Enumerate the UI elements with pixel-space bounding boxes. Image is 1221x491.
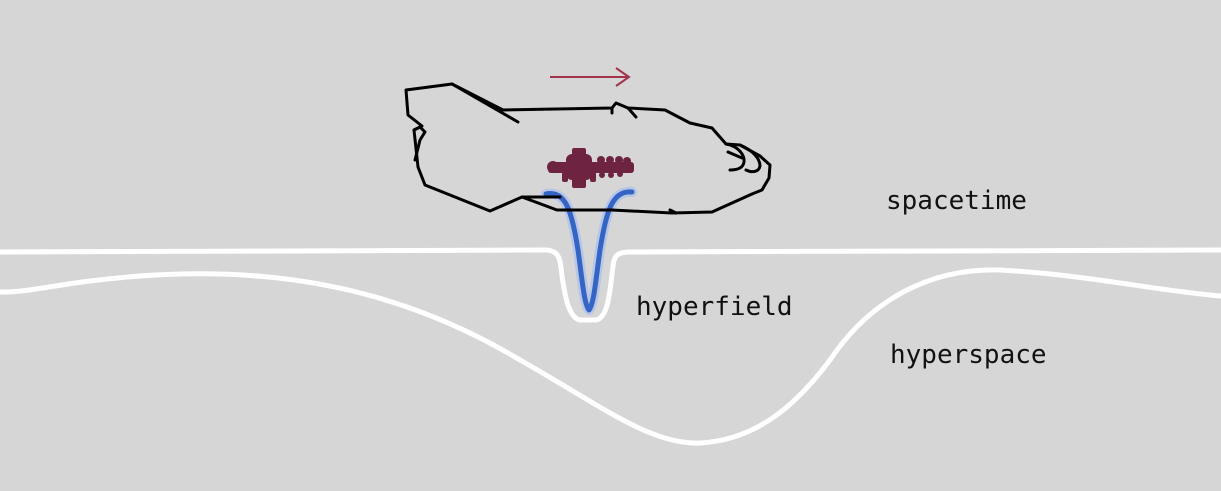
hyperfield-label: hyperfield [636,292,793,322]
spacetime-boundary [0,247,1221,323]
hyperdrive-core-icon [547,148,634,188]
hyperspace-boundary [0,267,1221,446]
motion-arrow-icon [550,67,631,87]
hyperfield [543,189,635,313]
hyperspace-label: hyperspace [890,340,1047,370]
starship-outline-icon [404,82,772,215]
spacetime-label: spacetime [886,186,1027,216]
